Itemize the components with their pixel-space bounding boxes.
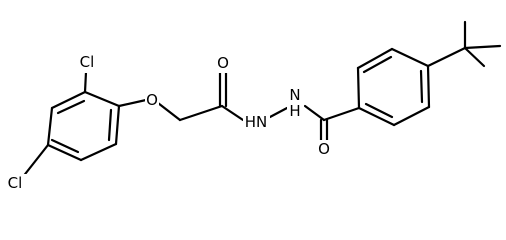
ether-oxygen-label: O: [145, 91, 159, 110]
amide-nitrogen-symbol: N: [289, 86, 300, 104]
svg-text:O: O: [217, 54, 229, 72]
svg-text:HN: HN: [245, 113, 268, 131]
amide-nitrogen-hydrogen: H: [289, 102, 300, 120]
svg-text:O: O: [318, 140, 330, 158]
svg-text:Cl: Cl: [80, 53, 95, 71]
svg-text:O: O: [146, 91, 158, 109]
amide-nitrogen-label-1: HN: [243, 113, 270, 131]
bond-lines: [20, 20, 502, 180]
svg-text:Cl: Cl: [8, 174, 23, 191]
atom-labels: Cl Cl O O HN N H O: [3, 53, 332, 191]
carbonyl-oxygen-label-1: O: [216, 54, 230, 73]
amide-nitrogen-label-2: N H: [287, 86, 304, 120]
carbonyl-oxygen-label-2: O: [316, 140, 332, 159]
molecule-structure: Cl Cl O O HN N H O: [3, 20, 502, 191]
chlorine-label-lower: Cl: [3, 174, 27, 191]
chlorine-label-upper: Cl: [75, 53, 99, 73]
